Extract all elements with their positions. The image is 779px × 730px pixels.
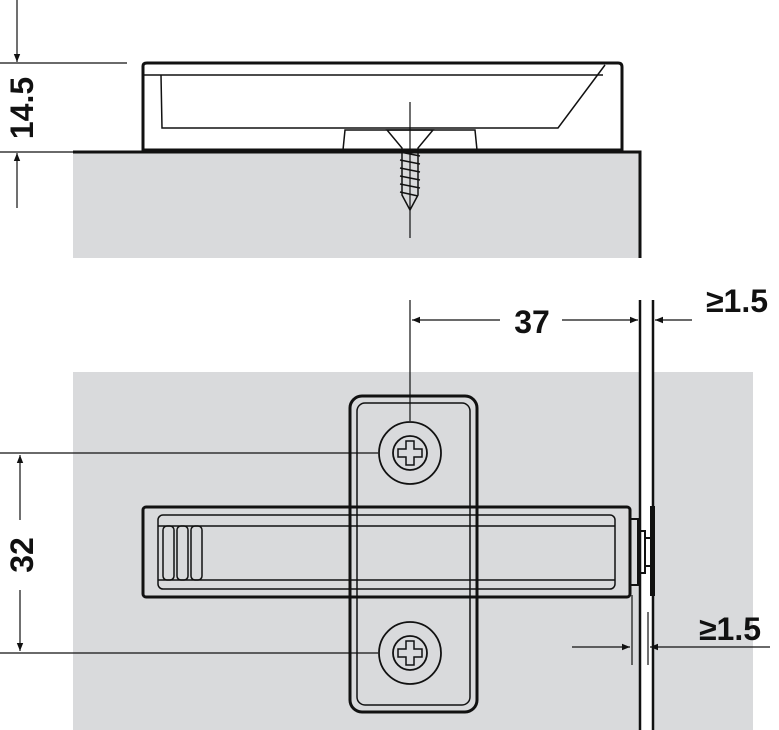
dimension-height: 14.5 — [0, 0, 127, 208]
height-label: 14.5 — [4, 77, 40, 139]
screw-bottom — [378, 621, 442, 685]
dimension-plate-spacing: 32 — [0, 452, 378, 654]
gap-top-label: ≥1.5 — [706, 283, 768, 319]
push-latch-side — [141, 61, 624, 152]
dimension-gap-bottom: ≥1.5 — [572, 595, 770, 665]
screw-side — [385, 102, 435, 238]
cross-mounting-plate — [348, 394, 479, 714]
side-view: 14.5 — [0, 0, 642, 258]
screw-top — [378, 421, 442, 485]
grip-rib — [176, 525, 189, 581]
push-latch-body — [141, 505, 655, 599]
door-bumper — [650, 506, 655, 596]
cabinet-panel-side — [73, 152, 640, 258]
phillips-head-icon — [397, 640, 423, 666]
gap-bottom-label: ≥1.5 — [699, 611, 761, 647]
grip-rib — [190, 525, 203, 581]
grip-rib — [162, 525, 175, 581]
plan-view: 37 ≥1.5 32 ≥1.5 — [0, 283, 770, 730]
phillips-head-icon — [397, 440, 423, 466]
dimension-drill-distance: 37 — [409, 300, 638, 421]
door-edge — [640, 372, 653, 730]
dimension-gap-top: ≥1.5 — [655, 283, 768, 324]
plate-spacing-label: 32 — [4, 537, 40, 573]
drill-distance-label: 37 — [514, 304, 550, 340]
